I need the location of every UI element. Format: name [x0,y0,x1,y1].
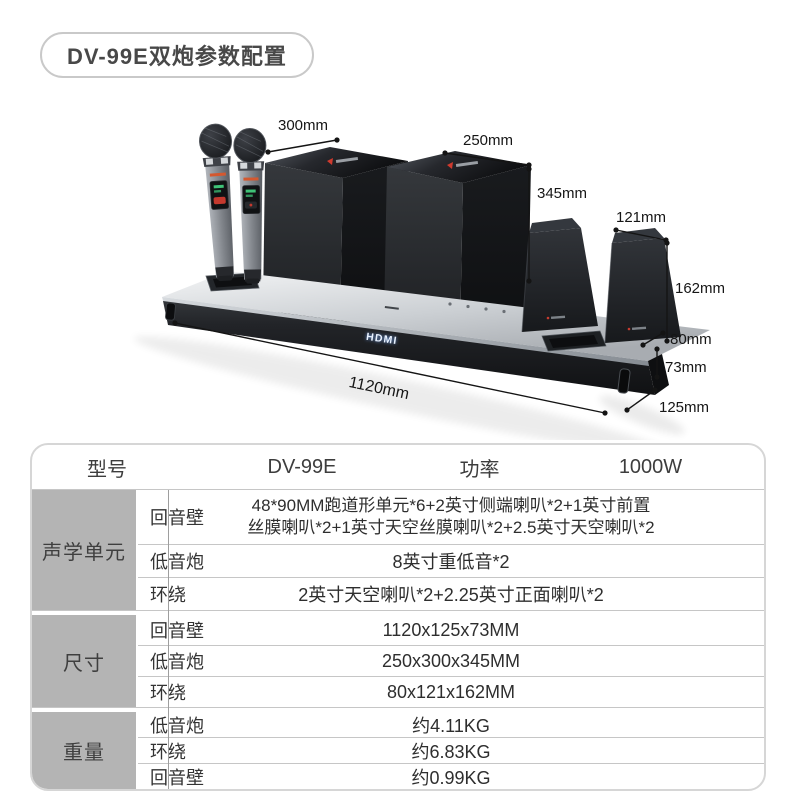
spec-row: 低音炮 8英寸重低音*2 [138,544,764,577]
brand-logo [327,158,333,165]
brand-logo [447,162,453,169]
spec-row: 环绕 约6.83KG [138,737,764,763]
table-divider [168,490,169,789]
dimension-surround-height: 162mm [664,240,725,344]
spec-row-label: 低音炮 [150,552,204,572]
soundbar-buttons [448,302,506,314]
power-value: 1000W [618,455,683,478]
product-diagram: HDMI HDMI [0,85,800,454]
spec-row-value: 约4.11KG [412,715,490,736]
spec-row: 低音炮 约4.11KG [138,712,764,737]
dimension-surround-depth: 80mm [640,330,712,348]
brand-logo [546,316,550,320]
spec-row-value: 约0.99KG [411,767,491,788]
hdmi-display: HDMI HDMI [365,331,398,347]
title-badge: DV-99E双炮参数配置 [40,32,314,78]
spec-row-label: 回音壁 [150,508,204,528]
spec-group-label: 尺寸 [32,615,136,707]
brand-logo [209,172,226,177]
surround-speaker-right-illustration [604,228,681,344]
model-value: DV-99E [267,455,337,478]
spec-group-label: 重量 [32,712,136,789]
spec-row-label: 低音炮 [150,652,204,672]
brand-logo [631,326,647,330]
spec-row-value: 48*90MM跑道形单元*6+2英寸侧端喇叭*2+1英寸前置 丝膜喇叭*2+1英… [247,495,655,537]
svg-text:121mm: 121mm [616,209,666,226]
product-diagram-svg: HDMI HDMI [133,117,725,454]
dimension-soundbar-depth: 125mm [624,387,709,416]
spec-row: 回音壁 1120x125x73MM [138,615,764,645]
spec-table: 型号 DV-99E 功率 1000W 声学单元 回音壁 48*90MM跑道形单元… [30,443,766,791]
spec-row-label: 回音壁 [150,621,204,641]
floor-shadow-right [599,395,685,435]
svg-text:125mm: 125mm [659,399,709,416]
spec-group-size: 尺寸 回音壁 1120x125x73MM 低音炮 250x300x345MM 环… [32,615,764,708]
svg-text:345mm: 345mm [537,185,587,202]
brand-logo [550,315,566,319]
spec-group-label: 声学单元 [32,490,136,610]
brand-logo [243,177,259,181]
microphone-left-illustration [199,123,235,282]
spec-row: 回音壁 48*90MM跑道形单元*6+2英寸侧端喇叭*2+1英寸前置 丝膜喇叭*… [138,490,764,544]
brand-logo [627,327,631,331]
spec-row: 环绕 80x121x162MM [138,676,764,707]
dimension-surround-width: 121mm [613,209,669,243]
spec-group-weight: 重量 低音炮 约4.11KG 环绕 约6.83KG 回音壁 约0.99KG [32,712,764,789]
surround-speaker-left-illustration [521,218,598,333]
power-label: 功率 [459,458,500,481]
page-title: DV-99E双炮参数配置 [67,44,287,69]
spec-row-value: 8英寸重低音*2 [392,552,510,572]
spec-row-value: 250x300x345MM [381,650,521,671]
svg-text:300mm: 300mm [278,117,328,134]
spec-row-value: 2英寸天空喇叭*2+2.25英寸正面喇叭*2 [298,585,604,605]
svg-text:250mm: 250mm [463,132,513,149]
spec-row-value: 约6.83KG [411,741,491,762]
brand-logo [384,306,399,310]
brand-logo [335,156,359,163]
svg-text:HDMI: HDMI [365,331,398,347]
soundbar-port-left [165,302,176,321]
spec-row-label: 低音炮 [150,715,204,736]
spec-row: 低音炮 250x300x345MM [138,645,764,676]
spec-group-acoustic: 声学单元 回音壁 48*90MM跑道形单元*6+2英寸侧端喇叭*2+1英寸前置 … [32,490,764,611]
floor-shadow [133,336,667,454]
soundbar-port [617,368,631,394]
brand-logo [455,160,479,167]
svg-text:73mm: 73mm [665,359,707,376]
svg-text:162mm: 162mm [675,280,725,297]
model-label: 型号 [87,458,127,481]
spec-row-label: 回音壁 [150,767,204,788]
dimension-subwoofer-height: 345mm [526,166,587,284]
soundbar-right-recess [541,330,607,352]
dimension-soundbar-height: 73mm [654,346,707,380]
svg-text:HDMI: HDMI [365,331,398,347]
spec-header-row: 型号 DV-99E 功率 1000W [32,445,764,490]
dimension-subwoofer-depth: 300mm [265,117,340,155]
soundbar-front-illustration [163,301,655,395]
spec-row-value: 80x121x162MM [386,681,516,702]
spec-row-value: 1120x125x73MM [382,619,520,640]
dimension-subwoofer-width: 250mm [442,132,532,168]
soundbar-endcap [648,354,669,395]
svg-text:80mm: 80mm [670,331,712,348]
spec-row: 回音壁 约0.99KG [138,763,764,789]
spec-row: 环绕 2英寸天空喇叭*2+2.25英寸正面喇叭*2 [138,577,764,610]
microphone-right-illustration [233,128,267,284]
